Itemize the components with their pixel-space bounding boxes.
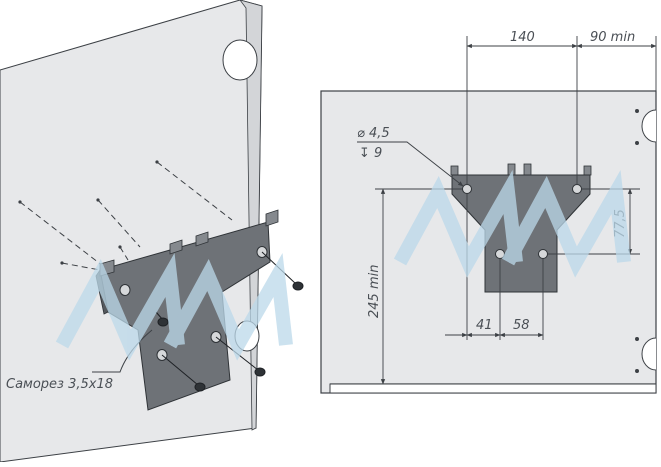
dim-245-min: 245 min <box>367 265 382 318</box>
dim-58: 58 <box>513 318 530 333</box>
screws <box>155 251 304 392</box>
hinge-hole-top <box>222 39 258 81</box>
screw-label: Саморез 3,5х18 <box>6 377 113 392</box>
dim-140: 140 <box>510 30 535 45</box>
hole-diameter-label: ⌀ 4,5 <box>357 126 390 141</box>
cabinet-side-panel <box>0 0 263 463</box>
dim-41: 41 <box>476 318 493 333</box>
hinge-hole-right-top <box>641 109 657 143</box>
hole-depth-label: ↧ 9 <box>359 146 382 161</box>
left-view: Саморез 3,5х18 <box>0 0 304 463</box>
hinge-hole-right-bottom <box>641 337 657 371</box>
watermark-logo <box>55 169 631 361</box>
right-view: 140 90 min ⌀ 4,5 ↧ 9 77,5 245 min 41 58 <box>320 30 657 394</box>
dim-90-min: 90 min <box>590 30 635 45</box>
